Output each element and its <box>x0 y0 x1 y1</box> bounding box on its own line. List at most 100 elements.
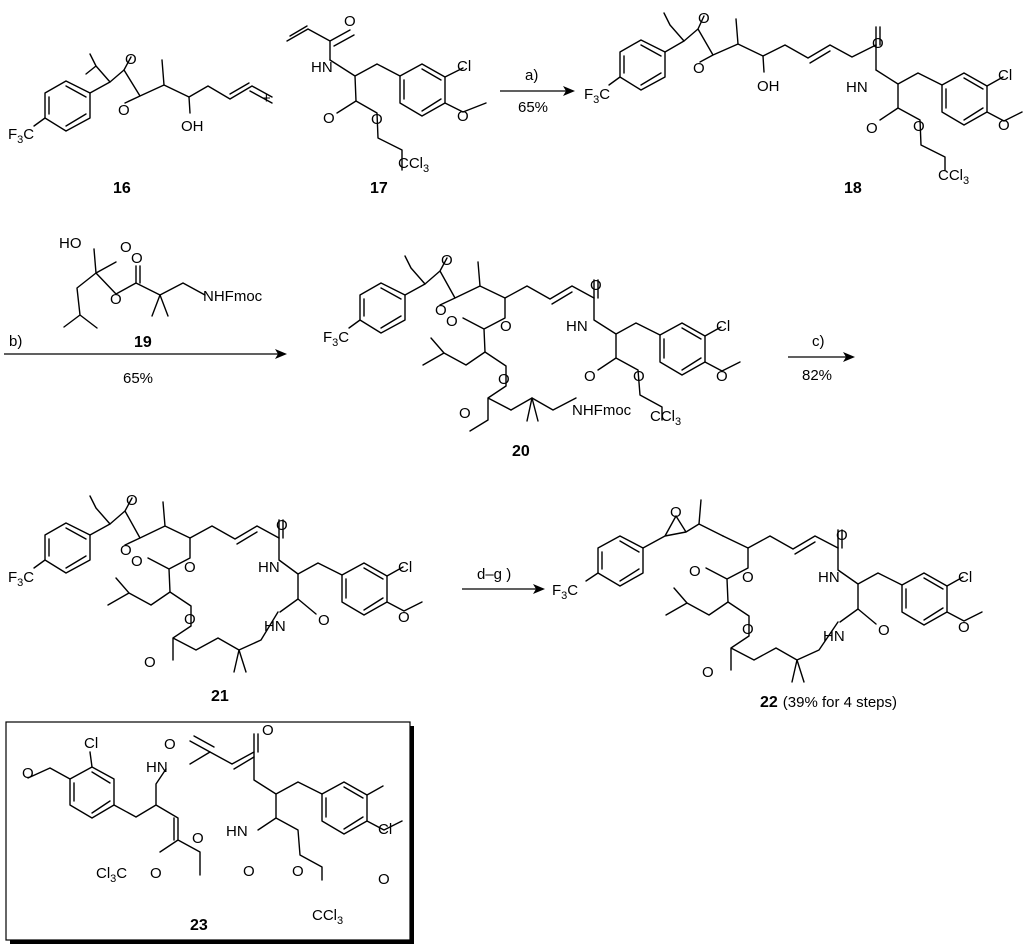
f3c-label: F3C <box>323 329 349 349</box>
compound-number-18: 18 <box>844 180 862 197</box>
atom-o: O <box>878 622 890 639</box>
atom-o: O <box>323 110 335 127</box>
step-b: b) 65% <box>4 333 287 387</box>
atom-hn: HN <box>846 79 868 96</box>
atom-o: O <box>500 318 512 335</box>
atom-o: O <box>131 250 143 267</box>
atom-o: O <box>344 13 356 30</box>
atom-cl: Cl <box>457 58 471 75</box>
atom-hn: HN <box>264 618 286 635</box>
f3c-label: F3C <box>8 569 34 589</box>
compound-21-structure: F3C O O O O O O O HN HN O Cl O 21 <box>8 492 423 705</box>
atom-cl: Cl <box>84 735 98 752</box>
atom-o: O <box>742 569 754 586</box>
atom-hn: HN <box>146 759 168 776</box>
atom-hn: HN <box>226 823 248 840</box>
f3c-label: F3C <box>552 582 578 602</box>
atom-o: O <box>164 736 176 753</box>
atom-o: O <box>693 60 705 77</box>
atom-o: O <box>457 108 469 125</box>
atom-o: O <box>689 563 701 580</box>
atom-hn: HN <box>566 318 588 335</box>
compound-number-19: 19 <box>134 334 152 351</box>
atom-o: O <box>398 609 410 626</box>
atom-o: O <box>435 302 447 319</box>
atom-o: O <box>866 120 878 137</box>
atom-o: O <box>716 368 728 385</box>
atom-o: O <box>243 863 255 880</box>
atom-o: O <box>670 504 682 521</box>
atom-o: O <box>150 865 162 882</box>
atom-o: O <box>125 51 137 68</box>
atom-o: O <box>120 542 132 559</box>
atom-hn: HN <box>818 569 840 586</box>
ccl3-label: CCl3 <box>650 408 681 428</box>
atom-o: O <box>118 102 130 119</box>
atom-oh: OH <box>757 78 780 95</box>
f3c-label: F3C <box>584 86 610 106</box>
f3c-label: F3C <box>8 126 34 146</box>
atom-o: O <box>498 371 510 388</box>
atom-o: O <box>913 118 925 135</box>
atom-cl: Cl <box>398 559 412 576</box>
atom-o: O <box>144 654 156 671</box>
atom-o: O <box>371 111 383 128</box>
atom-o: O <box>872 35 884 52</box>
atom-cl: Cl <box>998 67 1012 84</box>
step-b-yield: 65% <box>123 370 153 387</box>
compound-19-structure: HO O O O NHFmoc 19 <box>59 235 263 351</box>
atom-nhfmoc: NHFmoc <box>203 288 263 305</box>
compound-number-16: 16 <box>113 180 131 197</box>
atom-o: O <box>126 492 138 509</box>
atom-o: O <box>192 830 204 847</box>
atom-o: O <box>276 517 288 534</box>
atom-o: O <box>633 368 645 385</box>
compound-16-structure: F3C O O OH 16 <box>8 51 273 197</box>
atom-o: O <box>584 368 596 385</box>
atom-o: O <box>698 10 710 27</box>
atom-o: O <box>120 239 132 256</box>
atom-cl: Cl <box>716 318 730 335</box>
compound-number-21: 21 <box>211 688 229 705</box>
compound-number-20: 20 <box>512 443 530 460</box>
atom-cl: Cl <box>958 569 972 586</box>
atom-o: O <box>459 405 471 422</box>
compound-22-caption: 22(39% for 4 steps) <box>760 694 897 711</box>
atom-o: O <box>958 619 970 636</box>
compound-number-17: 17 <box>370 180 388 197</box>
ccl3-label: CCl3 <box>938 167 969 187</box>
atom-o: O <box>702 664 714 681</box>
atom-o: O <box>110 291 122 308</box>
atom-o: O <box>441 252 453 269</box>
ccl3-label: CCl3 <box>312 907 343 927</box>
step-c: c) 82% <box>788 333 855 384</box>
compound-20-structure: F3C O O O O O O NHFmoc O HN O O Cl O CCl… <box>323 252 741 460</box>
compound-18-structure: F3C O O OH O HN O O Cl O CCl3 18 <box>584 10 1023 197</box>
compound-23-structure: Cl O HN O O O Cl3C O HN O O Cl O CCl3 23 <box>22 722 403 934</box>
atom-o: O <box>378 871 390 888</box>
atom-o: O <box>318 612 330 629</box>
step-a-label: a) <box>525 67 538 84</box>
atom-o: O <box>262 722 274 739</box>
atom-hn: HN <box>823 628 845 645</box>
step-d-g-label: d–g ) <box>477 566 511 583</box>
atom-o: O <box>131 553 143 570</box>
step-d-g: d–g ) <box>462 566 545 594</box>
atom-o: O <box>184 611 196 628</box>
compound-17-structure: O HN O O Cl O CCl3 17 <box>286 13 487 197</box>
atom-hn: HN <box>311 59 333 76</box>
atom-ho: HO <box>59 235 82 252</box>
plus-sign: + <box>262 90 271 107</box>
ccl3-label: CCl3 <box>398 155 429 175</box>
cl3c-label: Cl3C <box>96 865 127 885</box>
compound-23-box <box>5 721 414 944</box>
atom-o: O <box>836 527 848 544</box>
compound-22-structure: F3C O O O O O O HN HN O Cl O 22(39% for … <box>552 499 983 711</box>
atom-o: O <box>446 313 458 330</box>
atom-o: O <box>998 117 1010 134</box>
atom-o: O <box>590 277 602 294</box>
atom-hn: HN <box>258 559 280 576</box>
atom-oh: OH <box>181 118 204 135</box>
atom-o: O <box>22 765 34 782</box>
